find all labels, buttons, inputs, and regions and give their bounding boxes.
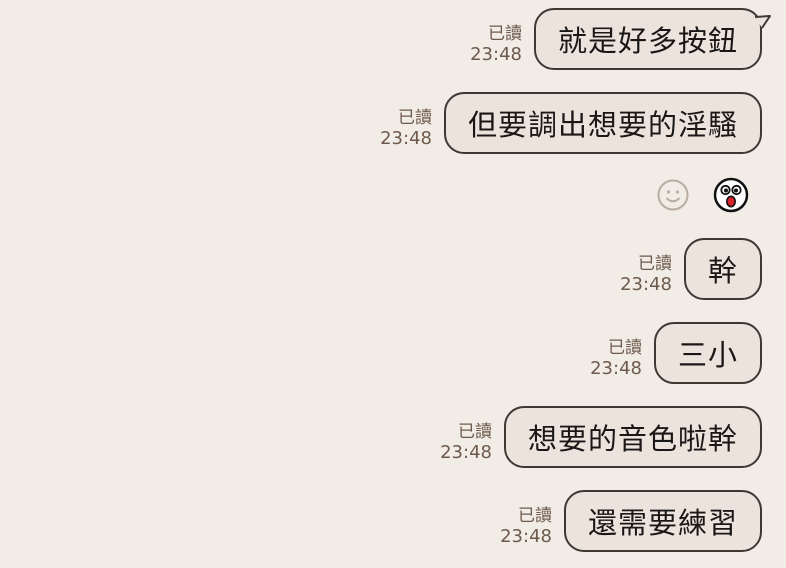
message-time: 23:48 [500,526,552,547]
message-time: 23:48 [620,274,672,295]
message-time: 23:48 [440,442,492,463]
smiley-outline-icon [657,179,689,211]
message-text: 三小 [677,338,738,372]
read-receipt: 已讀 [397,108,432,128]
message-time: 23:48 [380,128,432,149]
message-text: 幹 [707,254,738,288]
shocked-face-icon [713,177,749,213]
message-meta: 已讀 23:48 [590,338,642,380]
message-meta: 已讀 23:48 [470,24,522,66]
message-row: 已讀 23:48 就是好多按鈕 [470,8,771,70]
message-bubble[interactable]: 就是好多按鈕 [533,8,771,70]
message-row: 已讀 23:48 還需要練習 [500,490,762,552]
message-text: 還需要練習 [587,506,738,540]
message-row: 已讀 23:48 想要的音色啦幹 [440,406,762,468]
message-text: 就是好多按鈕 [557,24,738,58]
message-bubble[interactable]: 但要調出想要的淫騷 [443,92,762,154]
message-text: 想要的音色啦幹 [527,422,738,456]
message-meta: 已讀 23:48 [440,422,492,464]
read-receipt: 已讀 [487,24,522,44]
read-receipt: 已讀 [637,254,672,274]
message-meta: 已讀 23:48 [380,108,432,150]
message-time: 23:48 [590,358,642,379]
message-meta: 已讀 23:48 [500,506,552,548]
message-row: 已讀 23:48 三小 [590,322,762,384]
message-bubble[interactable]: 幹 [683,238,762,300]
message-bubble[interactable]: 想要的音色啦幹 [503,406,762,468]
message-row: 已讀 23:48 幹 [620,238,762,300]
message-meta: 已讀 23:48 [620,254,672,296]
message-time: 23:48 [470,44,522,65]
message-bubble[interactable]: 還需要練習 [563,490,762,552]
message-bubble[interactable]: 三小 [653,322,762,384]
sticker-reaction-button[interactable] [713,177,749,213]
read-receipt: 已讀 [517,506,552,526]
read-receipt: 已讀 [457,422,492,442]
read-receipt: 已讀 [607,338,642,358]
add-reaction-button[interactable] [655,177,691,213]
reaction-bar [633,177,749,213]
message-text: 但要調出想要的淫騷 [467,108,738,142]
bubble-tail-icon [753,15,771,29]
message-row: 已讀 23:48 但要調出想要的淫騷 [380,92,762,154]
